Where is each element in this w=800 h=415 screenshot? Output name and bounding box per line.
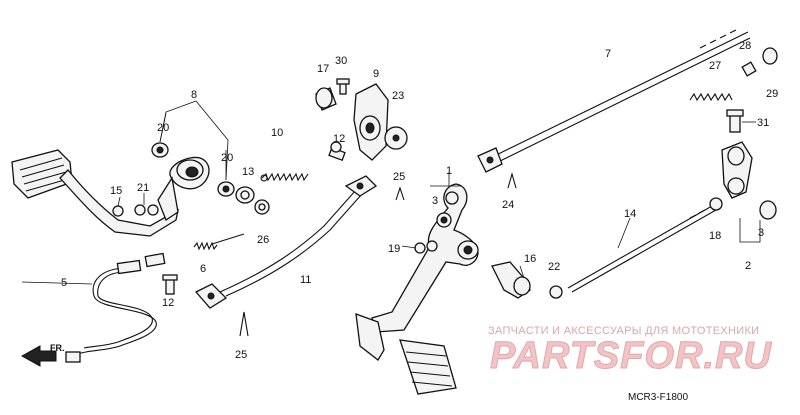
nut-29 [762, 47, 778, 65]
callout-27: 27 [709, 60, 721, 72]
callout-9: 9 [373, 68, 379, 80]
callout-22: 22 [548, 261, 560, 273]
callout-17: 17 [317, 63, 329, 75]
callout-10: 10 [271, 127, 283, 139]
callout-31: 31 [757, 117, 769, 129]
tie-rod-14 [567, 205, 717, 293]
bolt-19 [414, 240, 438, 254]
nut-3b [759, 200, 777, 220]
callout-25b: 25 [235, 349, 247, 361]
bolt-30 [336, 78, 350, 95]
callout-14: 14 [624, 208, 636, 220]
spring-6 [193, 233, 245, 251]
washer-26 [235, 186, 270, 215]
shift-pedal-1 [355, 183, 479, 395]
bushing-20a [151, 142, 169, 158]
callout-7: 7 [605, 48, 611, 60]
pivot-bolt-16 [491, 261, 531, 299]
leader-lines [21, 100, 761, 285]
callout-11: 11 [300, 274, 311, 286]
pin-24 [507, 171, 517, 189]
callout-8: 8 [191, 89, 197, 101]
watermark-brand: PARTSFOR.RU [490, 335, 772, 377]
return-spring-10 [260, 172, 309, 182]
callout-24: 24 [502, 199, 514, 211]
callout-5: 5 [61, 277, 67, 289]
front-direction-arrow: FR. [20, 343, 65, 367]
bolt-17 [315, 87, 337, 111]
spring-27 [689, 92, 733, 102]
callout-21: 21 [137, 182, 149, 194]
callout-20a: 20 [157, 122, 169, 134]
callout-labels: 1 2 3 3 5 6 7 8 9 10 11 12 12 13 14 15 1… [61, 40, 778, 361]
bolt-12a [162, 274, 178, 295]
callout-15: 15 [110, 185, 122, 197]
watermark-caption: ЗАПЧАСТИ И АКСЕССУАРЫ ДЛЯ МОТОТЕХНИКИ [488, 325, 759, 337]
brake-pedal [11, 149, 210, 237]
shift-rod-7 [477, 29, 751, 173]
callout-13: 13 [242, 166, 254, 178]
callout-25a: 25 [393, 171, 405, 183]
callout-3b: 3 [758, 227, 764, 239]
watermark: ЗАПЧАСТИ И АКСЕССУАРЫ ДЛЯ МОТОТЕХНИКИ PA… [488, 325, 772, 378]
washer-23 [384, 126, 408, 150]
nut-22 [549, 285, 563, 299]
nut-3a [436, 212, 452, 228]
front-direction-label: FR. [50, 343, 65, 353]
callout-1: 1 [446, 165, 452, 177]
collar-28 [741, 61, 757, 77]
joint-2 [721, 141, 753, 199]
callout-30: 30 [335, 55, 347, 67]
callout-20b: 20 [221, 152, 233, 164]
brake-rod-11 [194, 175, 378, 309]
diagram-code: MCR3-F1800 [628, 392, 688, 403]
brake-switch-5 [65, 252, 166, 363]
bushing-20b [217, 181, 235, 197]
bolt-15 [112, 204, 159, 217]
callout-28: 28 [739, 40, 751, 52]
nut-18 [709, 197, 723, 211]
callout-18: 18 [709, 230, 721, 242]
bolt-31 [726, 109, 744, 133]
callout-2: 2 [745, 260, 751, 272]
callout-26: 26 [257, 234, 269, 246]
callout-12b: 12 [333, 133, 345, 145]
callout-6: 6 [200, 263, 206, 275]
callout-19: 19 [388, 243, 400, 255]
cotter-pin-25a [395, 186, 405, 201]
callout-23: 23 [392, 90, 404, 102]
bolt-12b [328, 141, 346, 161]
callout-16: 16 [524, 253, 536, 265]
callout-29: 29 [766, 88, 778, 100]
plate-9 [353, 83, 389, 161]
callout-12a: 12 [162, 297, 174, 309]
cotter-pin-25b [239, 311, 249, 337]
callout-3a: 3 [432, 195, 438, 207]
